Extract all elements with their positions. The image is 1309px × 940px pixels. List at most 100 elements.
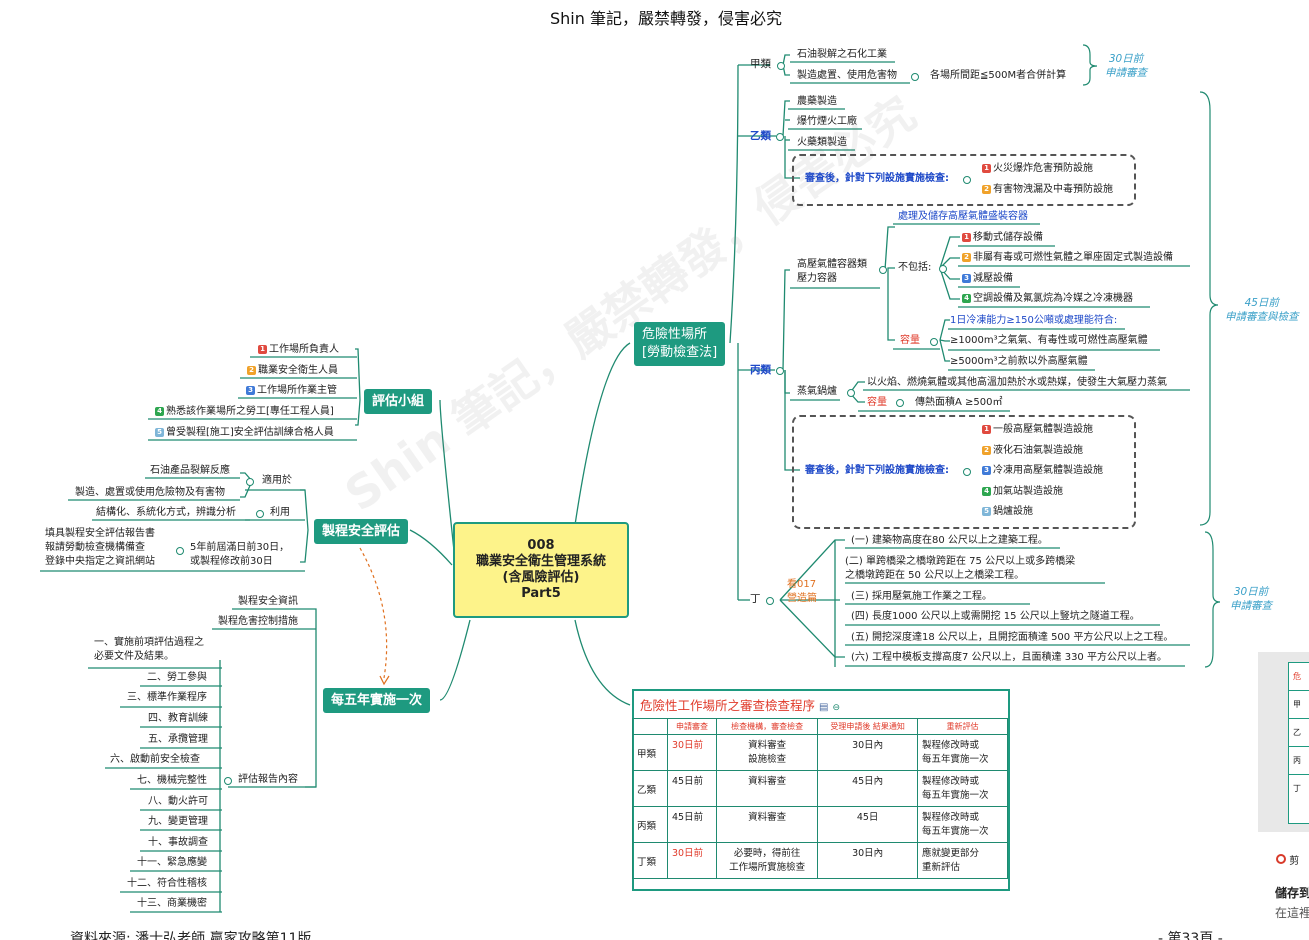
five-item-13: 十三、商業機密 [137, 898, 207, 909]
five-item-2: 二、勞工參與 [147, 672, 207, 683]
table-cell: 製程修改時或 每五年實施一次 [916, 734, 1009, 771]
boiler-cap-collapse[interactable] [896, 399, 904, 407]
side-panel: 危 甲 乙 丙 丁 [1258, 652, 1309, 832]
bing-review-collapse[interactable] [963, 468, 971, 476]
five-item-6: 六、啟動前安全檢查 [110, 754, 200, 765]
use-collapse[interactable] [256, 510, 264, 518]
five-item-9: 九、變更管理 [148, 816, 208, 827]
ding-note: 30日前 申請審查 [1230, 586, 1272, 612]
table-cell: 45日 [817, 806, 918, 843]
bing-review-label: 審查後，針對下列設施實施檢查: [805, 465, 949, 476]
jia-item-2-collapse[interactable] [911, 73, 919, 81]
page-title: Shin 筆記，嚴禁轉發，侵害必究 [550, 9, 782, 28]
save-hint: 在這裡 [1275, 906, 1309, 920]
side-row-label: 丙 [1289, 747, 1309, 775]
five-item-4: 四、教育訓練 [148, 713, 208, 724]
table-cell: 必要時，得前往 工作場所實施檢查 [715, 842, 819, 879]
source-note: 資料來源: 潘士弘老師 贏家攻略第11版 [70, 931, 312, 940]
boiler-cap-value: 傳熱面積A ≥500㎡ [915, 397, 1003, 408]
five-item-11: 十一、緊急應變 [137, 857, 207, 868]
table-cell: 製程修改時或 每五年實施一次 [916, 806, 1009, 843]
five-item-5: 五、承攬管理 [148, 734, 208, 745]
ding-item-2: (二) 單跨橋梁之橋墩跨距在 75 公尺以上或多跨橋梁 之橋墩跨距在 50 公尺… [845, 556, 1076, 581]
table-header: 受理申請後 結果通知 [817, 718, 918, 735]
yi-item-3: 火藥類製造 [797, 137, 847, 148]
jia-extra: 各場所間距≦500M者合併計算 [930, 70, 1067, 81]
yi-review-collapse[interactable] [963, 176, 971, 184]
use-item: 結構化、系統化方式，辨識分析 [96, 507, 236, 518]
ding-item-1: (一) 建築物高度在80 公尺以上之建築工程。 [851, 535, 1048, 546]
bing-vessel-collapse[interactable] [879, 266, 887, 274]
table-row: 乙類 45日前 資料審查 45日內 製程修改時或 每五年實施一次 [632, 770, 1009, 807]
review-table: 申請審查 檢查機構，審查檢查 受理申請後 結果通知 重新評估 甲類 30日前 資… [632, 718, 1009, 879]
table-row: 甲類 30日前 資料審查 設施檢查 30日內 製程修改時或 每五年實施一次 [632, 734, 1009, 771]
ding-item-5: (五) 開挖深度達18 公尺以上，且開挖面積達 500 平方公尺以上之工程。 [851, 632, 1174, 643]
jia-item-1: 石油裂解之石化工業 [797, 49, 887, 60]
bing-collapse[interactable] [776, 367, 784, 375]
side-panel-table: 危 甲 乙 丙 丁 [1288, 662, 1309, 824]
ding-collapse[interactable] [766, 597, 774, 605]
yi-review-box [792, 154, 1136, 206]
report-text: 填具製程安全評估報告書 報請勞動檢查機構備查 登錄中央指定之資訊網站 [45, 528, 155, 567]
use-label: 利用 [270, 507, 290, 518]
yi-item-2: 爆竹煙火工廠 [797, 116, 857, 127]
yi-collapse[interactable] [776, 133, 784, 141]
five-top-1: 製程安全資訊 [238, 596, 298, 607]
table-cell: 45日前 [667, 770, 717, 807]
apply-item-1: 石油產品裂解反應 [150, 465, 230, 476]
five-item-10: 十、事故調查 [148, 837, 208, 848]
center-topic[interactable]: 008 職業安全衛生管理系統 (含風險評估) Part5 [453, 522, 629, 618]
bing-exclude: 不包括: [898, 262, 932, 273]
table-cell: 45日內 [817, 770, 918, 807]
table-header: 申請審查 [667, 718, 717, 735]
table-row: 丙類 45日前 資料審查 45日 製程修改時或 每五年實施一次 [632, 806, 1009, 843]
jia-item-2: 製造處置、使用危害物 [797, 70, 897, 81]
review-table-title-text: 危險性工作場所之審查檢查程序 [640, 698, 816, 713]
table-header: 檢查機構，審查檢查 [715, 718, 819, 735]
jia-collapse[interactable] [777, 62, 785, 70]
bing-exclude-collapse[interactable] [939, 265, 947, 273]
bing-boiler-collapse[interactable] [847, 389, 855, 397]
save-label: 儲存到 [1275, 886, 1309, 900]
side-row-label: 乙 [1289, 719, 1309, 747]
report-content-collapse[interactable] [224, 777, 232, 785]
center-title: 職業安全衛生管理系統 [475, 554, 606, 569]
side-row-label: 甲 [1289, 691, 1309, 719]
table-header: 重新評估 [916, 718, 1009, 735]
table-header [632, 718, 668, 735]
node-danger-place[interactable]: 危險性場所 [勞動檢查法] [634, 322, 726, 366]
apply-collapse[interactable] [246, 478, 254, 486]
table-cell: 乙類 [632, 770, 668, 807]
ding-item-3: (三) 採用壓氣施工作業之工程。 [851, 591, 992, 602]
table-collapse-icon[interactable]: ⊖ [832, 703, 840, 713]
table-cell: 應就變更部分 重新評估 [916, 842, 1009, 879]
page-number: - 第33頁 - [1158, 931, 1223, 940]
side-row-label: 丁 [1293, 784, 1301, 793]
node-assess-team[interactable]: 評估小組 [364, 389, 433, 414]
report-collapse[interactable] [176, 547, 184, 555]
side-row-label: 危 [1289, 663, 1309, 691]
bing-boiler: 蒸氣鍋爐 [797, 386, 837, 397]
cap-item-3: ≥5000m³之前款以外高壓氣體 [950, 356, 1088, 367]
table-cell: 45日前 [667, 806, 717, 843]
report-time: 5年前屆滿日前30日， 或製程修改前30日 [190, 542, 290, 567]
bing-capacity-collapse[interactable] [930, 338, 938, 346]
node-five-year[interactable]: 每五年實施一次 [323, 688, 431, 713]
table-cell: 丁類 [632, 842, 668, 879]
boiler-cap-label: 容量 [867, 397, 887, 408]
table-cell: 30日內 [817, 842, 918, 879]
center-subtitle: (含風險評估) [502, 570, 580, 585]
boiler-desc: 以火焰、燃燒氣體或其他高溫加熱於水或熱媒，使發生大氣壓力蒸氣 [867, 377, 1167, 388]
snip-icon[interactable]: 剪 [1276, 852, 1299, 867]
node-process-eval[interactable]: 製程安全評估 [314, 519, 409, 544]
five-top-2: 製程危害控制措施 [218, 616, 298, 627]
